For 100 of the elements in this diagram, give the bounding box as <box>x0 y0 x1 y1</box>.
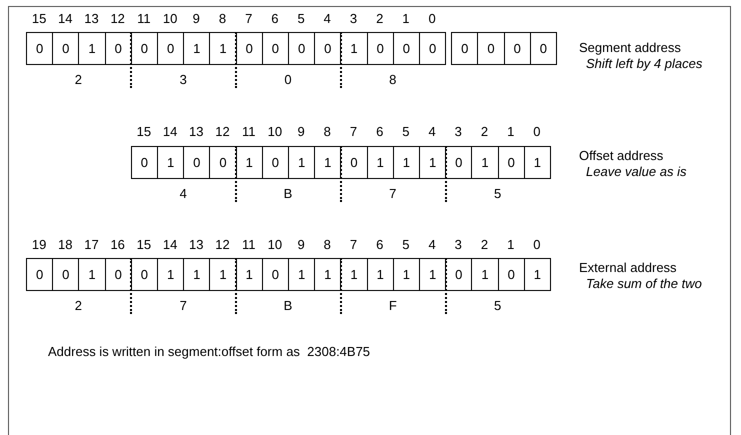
bit-cell: 1 <box>288 146 316 179</box>
bit-position-number: 3 <box>454 124 463 140</box>
bit-cell: 1 <box>340 258 368 291</box>
bit-cell: 0 <box>392 32 420 65</box>
row-note: Shift left by 4 places <box>586 56 702 72</box>
bit-cell: 0 <box>504 32 531 65</box>
bit-position-number: 7 <box>244 11 254 27</box>
hex-digit: 2 <box>74 298 84 314</box>
bit-cell: 0 <box>314 32 342 65</box>
bit-position-number: 6 <box>375 124 384 140</box>
bit-cell: 1 <box>288 258 316 291</box>
bit-position-number: 13 <box>188 124 205 140</box>
bit-cell: 0 <box>183 146 210 179</box>
hex-digit: 3 <box>178 72 188 88</box>
hex-digit: B <box>282 298 294 314</box>
row-heading: Segment address <box>579 40 681 56</box>
bit-position-number: 14 <box>162 237 178 253</box>
bit-cell: 1 <box>314 146 342 179</box>
bit-position-number: 4 <box>322 11 332 27</box>
bit-position-number: 15 <box>30 11 48 27</box>
bit-cell: 1 <box>183 32 210 65</box>
bit-position-number: 15 <box>136 237 152 253</box>
hex-digit: 0 <box>283 72 293 88</box>
bit-position-number: 11 <box>240 237 256 253</box>
bit-cell: 1 <box>183 258 210 291</box>
bit-cell: 1 <box>78 32 106 65</box>
bit-cell: 1 <box>366 258 394 291</box>
hex-digit: 2 <box>74 72 84 88</box>
hex-digit: B <box>282 186 294 202</box>
bit-position-number: 4 <box>427 237 437 253</box>
bit-position-number: 11 <box>136 11 152 27</box>
bit-cell: 0 <box>209 146 237 179</box>
bit-cell: 0 <box>445 258 472 291</box>
bit-position-number: 11 <box>240 124 256 140</box>
bit-position-number: 1 <box>506 237 516 253</box>
bit-position-number: 19 <box>30 237 48 253</box>
bit-position-number: 14 <box>162 124 178 140</box>
bit-cell: 1 <box>524 146 551 179</box>
bit-position-number: 2 <box>375 11 384 27</box>
bit-position-number: 10 <box>266 124 284 140</box>
bit-cell: 0 <box>419 32 446 65</box>
bit-cell: 0 <box>262 146 289 179</box>
bit-position-number: 4 <box>427 124 437 140</box>
bit-cell: 0 <box>26 32 54 65</box>
bit-position-number: 5 <box>296 11 306 27</box>
bit-cell: 1 <box>419 258 446 291</box>
bit-cell: 1 <box>209 258 237 291</box>
hex-digit: F <box>388 298 398 314</box>
bit-position-number: 12 <box>109 11 126 27</box>
bit-position-number: 5 <box>401 124 410 140</box>
hex-digit: 5 <box>492 298 502 314</box>
bit-position-number: 12 <box>214 124 231 140</box>
bit-cell: 1 <box>314 258 342 291</box>
bit-cell: 0 <box>262 258 289 291</box>
bit-cell: 0 <box>52 32 80 65</box>
bit-cell: 0 <box>451 32 478 65</box>
bit-cell: 0 <box>477 32 505 65</box>
bit-cell: 0 <box>26 258 54 291</box>
bit-cell: 1 <box>392 258 420 291</box>
hex-digit: 8 <box>388 72 398 88</box>
bit-position-number: 2 <box>480 124 490 140</box>
bit-cell: 1 <box>157 258 184 291</box>
bit-cell: 0 <box>130 258 158 291</box>
hex-digit: 5 <box>492 186 502 202</box>
bit-position-number: 1 <box>506 124 516 140</box>
bit-cell: 0 <box>340 146 368 179</box>
bit-position-number: 2 <box>480 237 490 253</box>
bit-cell: 1 <box>157 146 184 179</box>
bit-cell: 1 <box>471 146 499 179</box>
bit-position-number: 13 <box>83 11 100 27</box>
bit-cell: 0 <box>104 258 132 291</box>
bit-position-number: 7 <box>348 237 358 253</box>
bit-position-number: 8 <box>322 237 332 253</box>
bit-position-number: 15 <box>136 124 152 140</box>
bit-position-number: 3 <box>454 237 463 253</box>
row-note: Take sum of the two <box>586 276 702 292</box>
hex-digit: 7 <box>178 298 188 314</box>
bit-position-number: 5 <box>401 237 410 253</box>
row-note: Leave value as is <box>586 164 686 180</box>
bit-position-number: 12 <box>214 237 231 253</box>
bit-position-number: 13 <box>188 237 205 253</box>
bit-cell: 0 <box>530 32 557 65</box>
bit-cell: 0 <box>130 32 158 65</box>
row-heading: External address <box>579 260 677 276</box>
bit-position-number: 0 <box>532 124 542 140</box>
bit-cell: 0 <box>157 32 184 65</box>
hex-digit: 4 <box>178 186 188 202</box>
bit-cell: 0 <box>498 146 525 179</box>
bit-position-number: 16 <box>109 237 126 253</box>
bit-position-number: 10 <box>162 11 178 27</box>
bit-cell: 1 <box>209 32 237 65</box>
bit-position-number: 14 <box>57 11 74 27</box>
bit-cell: 0 <box>366 32 394 65</box>
bit-cell: 1 <box>78 258 106 291</box>
bit-position-number: 9 <box>296 124 306 140</box>
bit-cell: 1 <box>471 258 499 291</box>
bit-position-number: 9 <box>192 11 201 27</box>
bit-cell: 0 <box>498 258 525 291</box>
bit-cell: 0 <box>104 32 132 65</box>
bit-position-number: 1 <box>401 11 410 27</box>
